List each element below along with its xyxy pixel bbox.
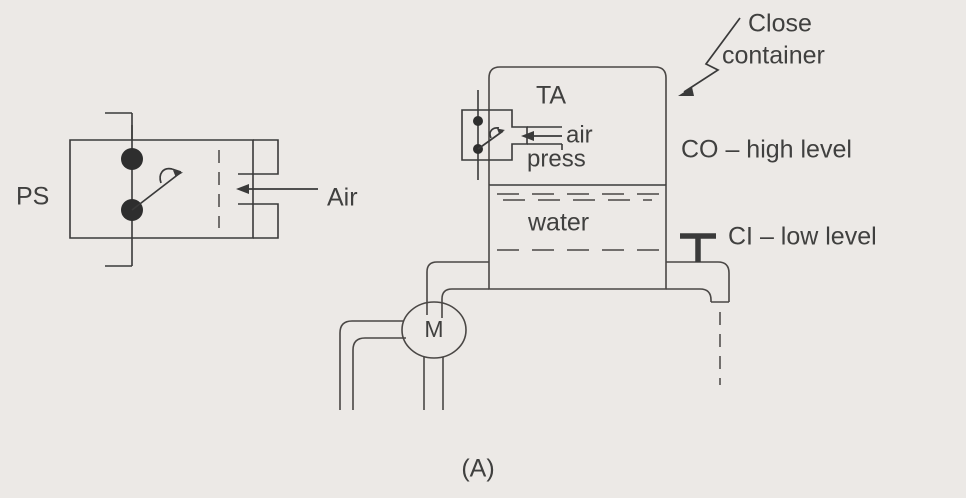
tank-upper-shell	[488, 66, 667, 185]
water-label: water	[527, 209, 589, 237]
discharge-pipe-inner	[666, 288, 712, 302]
close-container-label-line1: Close	[748, 10, 812, 38]
ps-port-upper	[238, 139, 279, 175]
system-schematic: TA water air press	[339, 10, 877, 410]
pressure-switch-small	[461, 90, 528, 180]
close-container-leader	[683, 17, 741, 93]
ps-contact-upper	[121, 148, 143, 170]
motor-label: M	[424, 316, 443, 342]
motor-circle	[401, 301, 467, 359]
press-label: press	[527, 145, 586, 172]
ps-small-contact-upper	[473, 116, 483, 126]
close-container-arrowhead	[678, 87, 694, 96]
suction-pipe-outer-upper	[426, 261, 489, 315]
figure-caption: (A)	[461, 455, 494, 483]
ps-motion-arrow-shaft	[171, 168, 182, 173]
close-container-callout: Close container	[678, 10, 825, 96]
motor-pump: M	[401, 301, 467, 359]
ps-port-lower	[238, 203, 279, 239]
close-container-label-line2: container	[722, 42, 825, 70]
low-level-symbol	[680, 233, 716, 262]
ps-air-arrowhead	[236, 184, 249, 194]
ps-body-outline	[69, 139, 254, 239]
inlet-pipe-outer	[339, 320, 404, 410]
co-high-level-label: CO – high level	[681, 136, 852, 164]
ps-small-motion-arc	[489, 127, 500, 139]
ps-motion-arc	[159, 167, 173, 184]
pressure-switch-detail: PS Air	[16, 112, 358, 267]
ps-small-body	[461, 109, 528, 161]
ps-motion-arrowhead	[173, 170, 183, 177]
ps-small-switch-arm	[477, 130, 504, 150]
ps-small-motion-arrowhead	[497, 128, 505, 134]
ps-label: PS	[16, 183, 49, 211]
ci-low-level-label: CI – low level	[728, 223, 877, 251]
air-arrowhead	[521, 131, 534, 141]
air-inlet-label: Air	[327, 184, 358, 212]
discharge-pipe-outer	[666, 261, 730, 302]
suction-pipe-inner-upper	[441, 288, 489, 318]
air-label: air	[566, 121, 593, 148]
ps-switch-arm	[131, 172, 181, 211]
tank-air-label: TA	[536, 82, 566, 110]
inlet-pipe-inner	[352, 337, 406, 410]
tank-sump-outline	[488, 262, 667, 290]
